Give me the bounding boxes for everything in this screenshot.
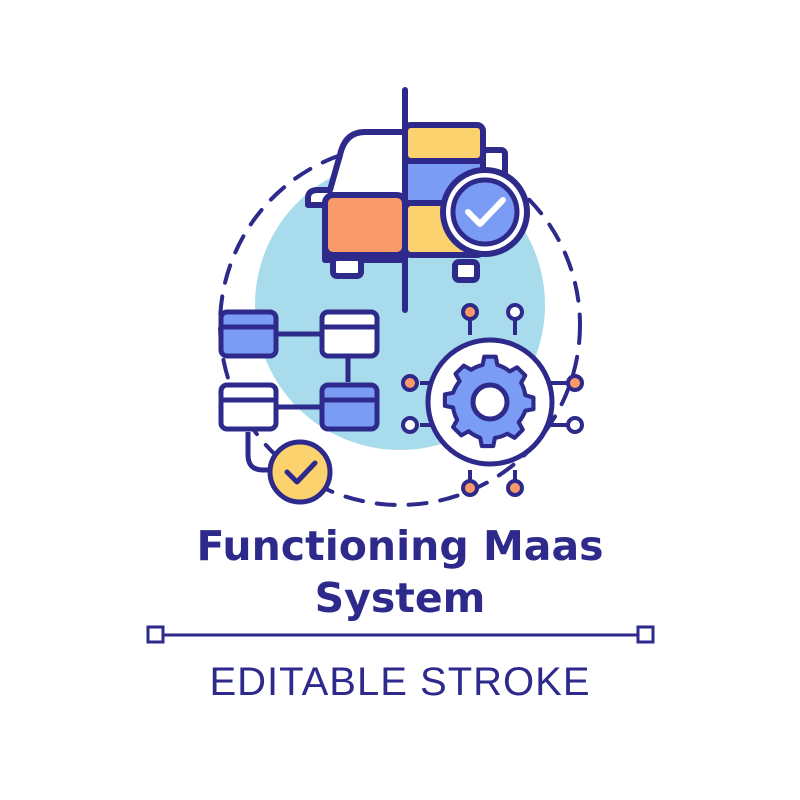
- check-badge-icon: [440, 167, 530, 257]
- flowchart-icon: [218, 309, 380, 473]
- stroke-handle-left: [146, 625, 165, 644]
- editable-stroke-line: [146, 625, 655, 644]
- title-line-2: System: [314, 574, 486, 622]
- title-line-1: Functioning Maas: [196, 522, 604, 570]
- illustration-title: Functioning Maas System: [0, 520, 800, 624]
- check-circle-icon: [267, 439, 333, 505]
- editable-stroke-label: EDITABLE STROKE: [209, 660, 591, 704]
- gear-icon: [442, 354, 536, 449]
- stroke-handle-right: [636, 625, 655, 644]
